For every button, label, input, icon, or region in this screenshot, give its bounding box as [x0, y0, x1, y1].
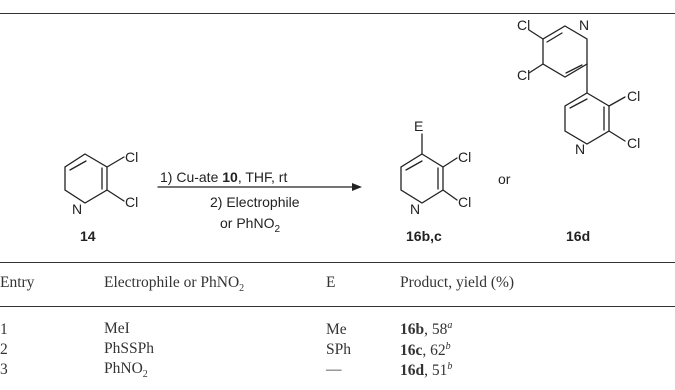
top-rule [0, 13, 675, 14]
header-e: E [326, 274, 336, 291]
table-row: 3 PhNO2 — 16d, 51b [0, 360, 675, 380]
product-16bc-cl-2: Cl [458, 194, 471, 210]
or-text: or [498, 171, 511, 187]
product-16d-label: 16d [566, 228, 590, 244]
cell-e: Me [326, 321, 347, 339]
reactant-14-structure [64, 153, 125, 204]
reactant-n-atom: N [72, 201, 82, 217]
cell-e: — [326, 361, 342, 379]
reaction-scheme: N Cl Cl 14 1) Cu-ate 10, THF, rt 2) Elec… [64, 17, 640, 244]
scheme-bottom-rule [0, 262, 675, 263]
header-entry: Entry [0, 274, 35, 291]
product-16d-cl-upper-3: Cl [517, 67, 530, 83]
reaction-arrow [157, 183, 362, 191]
reactant-label: 14 [80, 228, 96, 244]
table-row: 1 MeI Me 16b, 58a [0, 320, 675, 340]
results-table: Entry Electrophile or PhNO2 E Product, y… [0, 274, 675, 380]
substituent-e: E [414, 118, 423, 134]
cell-product: 16d, 51b [400, 360, 453, 379]
condition-step2: 2) Electrophile [210, 194, 300, 210]
product-16bc-n-atom: N [410, 201, 420, 217]
cell-electrophile: PhNO2 [104, 360, 148, 381]
cell-product: 16b, 58a [400, 320, 453, 339]
condition-step1: 1) Cu-ate 10, THF, rt [160, 169, 287, 185]
cell-entry: 3 [0, 361, 8, 379]
cell-product: 16c, 62b [400, 340, 451, 359]
product-16d-n-upper: N [579, 17, 589, 33]
product-16d-structure [528, 25, 626, 145]
product-16d-cl-lower-2: Cl [627, 135, 640, 151]
condition-step3: or PhNO2 [220, 215, 280, 235]
table-row: 2 PhSSPh SPh 16c, 62b [0, 340, 675, 360]
header-electrophile: Electrophile or PhNO2 [104, 274, 245, 295]
cell-entry: 2 [0, 341, 8, 359]
product-16d-n-lower: N [575, 141, 585, 157]
cell-e: SPh [326, 341, 351, 359]
header-bottom-rule [0, 306, 675, 307]
cell-electrophile: MeI [104, 320, 130, 337]
product-16d-cl-upper-2: Cl [517, 17, 530, 33]
reactant-cl-2: Cl [125, 194, 138, 210]
product-16bc-structure [400, 133, 458, 204]
table-header-row: Entry Electrophile or PhNO2 E Product, y… [0, 274, 675, 300]
cell-entry: 1 [0, 321, 8, 339]
reactant-cl-3: Cl [125, 149, 138, 165]
cell-electrophile: PhSSPh [104, 340, 154, 358]
header-product: Product, yield (%) [400, 274, 515, 291]
product-16bc-label: 16b,c [406, 228, 442, 244]
product-16bc-cl-3: Cl [458, 149, 471, 165]
product-16d-cl-lower-3: Cl [627, 88, 640, 104]
